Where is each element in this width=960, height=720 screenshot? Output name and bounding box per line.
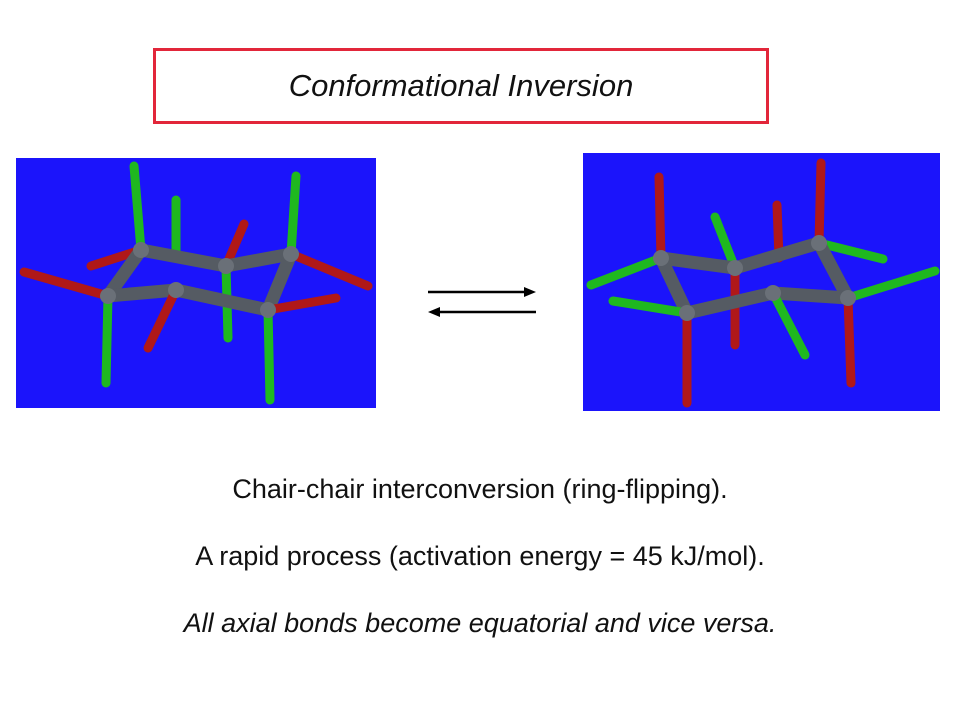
chair-conformer-left-image: [16, 158, 376, 408]
chair-conformer-right-image: [583, 153, 940, 411]
chair-molecule-right: [586, 158, 940, 408]
equilibrium-arrows-icon: [428, 287, 536, 317]
title-box: Conformational Inversion: [153, 48, 769, 124]
chair-molecule-left: [19, 161, 373, 405]
caption-ring-flipping: Chair-chair interconversion (ring-flippi…: [232, 474, 728, 504]
caption-activation-energy: A rapid process (activation energy = 45 …: [195, 541, 765, 571]
slide-title: Conformational Inversion: [288, 68, 634, 103]
caption-axial-equatorial: All axial bonds become equatorial and vi…: [183, 608, 777, 638]
